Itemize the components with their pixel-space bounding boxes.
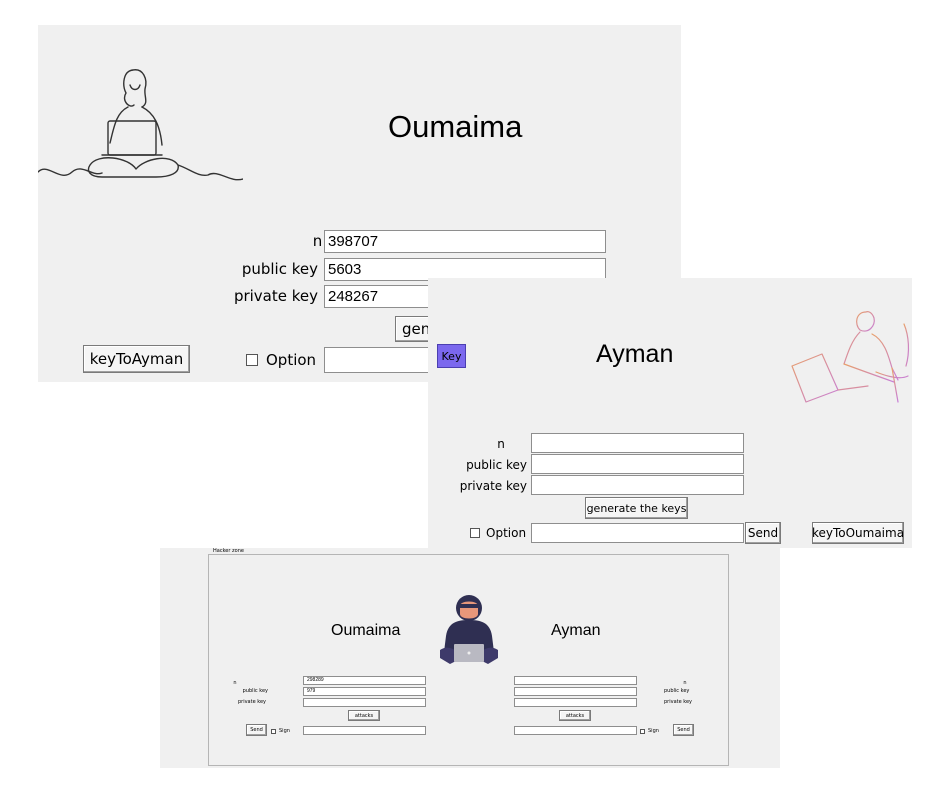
ayman-public-key-label: public key xyxy=(466,458,527,472)
hacker-left-sign-checkbox[interactable]: Sign xyxy=(271,728,290,734)
oumaima-option-label: Option xyxy=(266,351,317,369)
oumaima-private-key-label: private key xyxy=(233,287,318,305)
hacker-left-public-key-field[interactable]: 979 xyxy=(303,687,426,696)
ayman-title: Ayman xyxy=(596,340,674,368)
ayman-private-key-label: private key xyxy=(459,479,527,493)
hacker-right-send-button[interactable]: Send xyxy=(673,724,694,736)
ayman-send-button[interactable]: Send xyxy=(745,522,781,544)
hacker-left-sign-label: Sign xyxy=(279,728,290,734)
hacker-left-public-key-label: public key xyxy=(242,688,268,694)
hacker-right-public-key-field[interactable] xyxy=(514,687,637,696)
ayman-private-key-field[interactable] xyxy=(531,475,744,495)
hacker-zone-frame xyxy=(208,554,729,766)
ayman-option-label: Option xyxy=(486,526,527,540)
hacker-right-private-key-label: private key xyxy=(664,699,693,705)
oumaima-n-label: n xyxy=(312,232,323,250)
ayman-public-key-field[interactable] xyxy=(531,454,744,474)
ayman-key-badge[interactable]: Key xyxy=(437,344,466,368)
hacker-left-n-field[interactable]: 298289 xyxy=(303,676,426,685)
oumaima-option-checkbox[interactable]: Option xyxy=(246,351,316,369)
ayman-window: Key Ayman n public key private key gener… xyxy=(428,278,912,548)
hacker-zone-label: Hacker zone xyxy=(212,548,245,554)
ayman-option-checkbox[interactable]: Option xyxy=(470,526,526,540)
oumaima-message-field[interactable] xyxy=(324,347,434,373)
hacker-left-send-button[interactable]: Send xyxy=(246,724,267,736)
hacker-right-sign-checkbox[interactable]: Sign xyxy=(640,728,659,734)
hacker-left-sign-checkbox-box[interactable] xyxy=(271,728,276,734)
hacker-right-attacks-button[interactable]: attacks xyxy=(559,710,591,721)
oumaima-title: Oumaima xyxy=(388,109,523,144)
hacker-left-message-field[interactable] xyxy=(303,726,426,735)
oumaima-option-checkbox-box[interactable] xyxy=(246,354,258,366)
hacker-right-sign-label: Sign xyxy=(648,728,659,734)
hacker-right-n-label: n xyxy=(683,680,687,686)
hacker-right-message-field[interactable] xyxy=(514,726,637,735)
hacker-left-private-key-label: private key xyxy=(237,699,266,705)
oumaima-n-field[interactable]: 398707 xyxy=(324,230,606,253)
woman-laptop-illustration xyxy=(38,69,243,181)
ayman-n-field[interactable] xyxy=(531,433,744,453)
hacker-left-attacks-button[interactable]: attacks xyxy=(348,710,380,721)
ayman-generate-keys-button[interactable]: generate the keys xyxy=(585,497,688,519)
hacker-icon xyxy=(440,595,498,664)
ayman-message-field[interactable] xyxy=(531,523,744,543)
hacker-window: Hacker zone Oumaima n 298289 public key … xyxy=(160,548,780,768)
hacker-left-n-label: n xyxy=(233,680,237,686)
ayman-n-label: n xyxy=(497,437,505,451)
hacker-left-private-key-field[interactable] xyxy=(303,698,426,707)
hacker-right-n-field[interactable] xyxy=(514,676,637,685)
hacker-right-sign-checkbox-box[interactable] xyxy=(640,728,645,734)
hacker-right-private-key-field[interactable] xyxy=(514,698,637,707)
key-to-oumaima-button[interactable]: keyToOumaima xyxy=(812,522,904,544)
ayman-option-checkbox-box[interactable] xyxy=(470,528,480,538)
oumaima-public-key-label: public key xyxy=(241,260,318,278)
man-laptop-illustration xyxy=(791,311,910,403)
key-to-ayman-button[interactable]: keyToAyman xyxy=(83,345,190,373)
oumaima-window: Oumaima n 398707 public key 5603 private… xyxy=(38,25,681,382)
hacker-right-title: Ayman xyxy=(551,622,601,639)
hacker-right-public-key-label: public key xyxy=(664,688,690,694)
hacker-left-title: Oumaima xyxy=(331,622,401,639)
